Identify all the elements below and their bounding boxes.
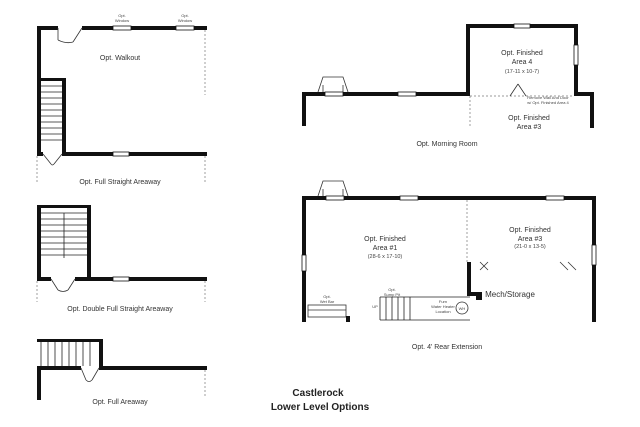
area4-name-line2: Area 4 xyxy=(512,59,533,66)
full-areaway-plan: Opt. Full Areaway xyxy=(37,339,207,406)
rear-extension-label: Opt. 4' Rear Extension xyxy=(412,344,482,351)
area4-name-line1: Opt. Finished xyxy=(501,50,543,57)
water-heater-line3: Location xyxy=(435,309,450,314)
plan-title: Castlerock xyxy=(292,388,344,399)
morning-room-label: Opt. Morning Room xyxy=(416,141,477,148)
ext-area3-line2: Area #3 xyxy=(518,236,543,243)
mech-storage-label: Mech/Storage xyxy=(485,290,535,299)
wet-bar-line1: Opt. xyxy=(323,294,331,299)
morning-area3-line1: Opt. Finished xyxy=(508,115,550,122)
wh-label: WH xyxy=(459,306,466,311)
stairs-up-label: UP xyxy=(372,304,378,309)
water-heater-line2: Water Heater xyxy=(431,304,455,309)
double-full-straight-areaway-plan: Opt. Double Full Straight Areaway xyxy=(36,205,207,313)
water-heater-line1: Furn xyxy=(439,299,447,304)
area1-name-line2: Area #1 xyxy=(373,245,398,252)
area4-dims: (17-11 x 10-7) xyxy=(505,69,539,75)
morning-room-note-line2: w/ Opt. Finished Area 4 xyxy=(527,100,569,105)
walkout-window-left-line2: Window xyxy=(115,18,129,23)
full-straight-areaway-plan: Opt. Full Straight Areaway xyxy=(36,78,207,186)
morning-room-plan: Opt. Finished Area 4 (17-11 x 10-7) Remo… xyxy=(302,23,594,148)
sump-pit-line2: Sump Pit xyxy=(384,292,401,297)
plan-subtitle: Lower Level Options xyxy=(271,402,370,413)
ext-area3-line1: Opt. Finished xyxy=(509,227,551,234)
rear-extension-plan: Opt. Finished Area #1 (28-6 x 17-10) Opt… xyxy=(301,180,597,351)
double-full-straight-areaway-label: Opt. Double Full Straight Areaway xyxy=(67,306,173,313)
walkout-window-left-line1: Opt. xyxy=(118,13,126,18)
full-areaway-label: Opt. Full Areaway xyxy=(92,399,148,406)
walkout-label: Opt. Walkout xyxy=(100,55,140,62)
wet-bar-line2: Wet Bar xyxy=(320,299,335,304)
walkout-window-right-line2: Window xyxy=(178,18,192,23)
walkout-plan: Opt. Window Opt. Window Opt. Walkout xyxy=(37,13,207,98)
morning-area3-line2: Area #3 xyxy=(517,124,542,131)
area1-dims: (28-6 x 17-10) xyxy=(368,254,403,260)
area1-name-line1: Opt. Finished xyxy=(364,236,406,243)
full-straight-areaway-label: Opt. Full Straight Areaway xyxy=(79,179,161,186)
morning-room-note-line1: Remove Wall And Door xyxy=(527,95,569,100)
ext-area3-dims: (21-0 x 13-5) xyxy=(514,244,546,250)
sump-pit-line1: Opt. xyxy=(388,287,396,292)
walkout-window-right-line1: Opt. xyxy=(181,13,189,18)
